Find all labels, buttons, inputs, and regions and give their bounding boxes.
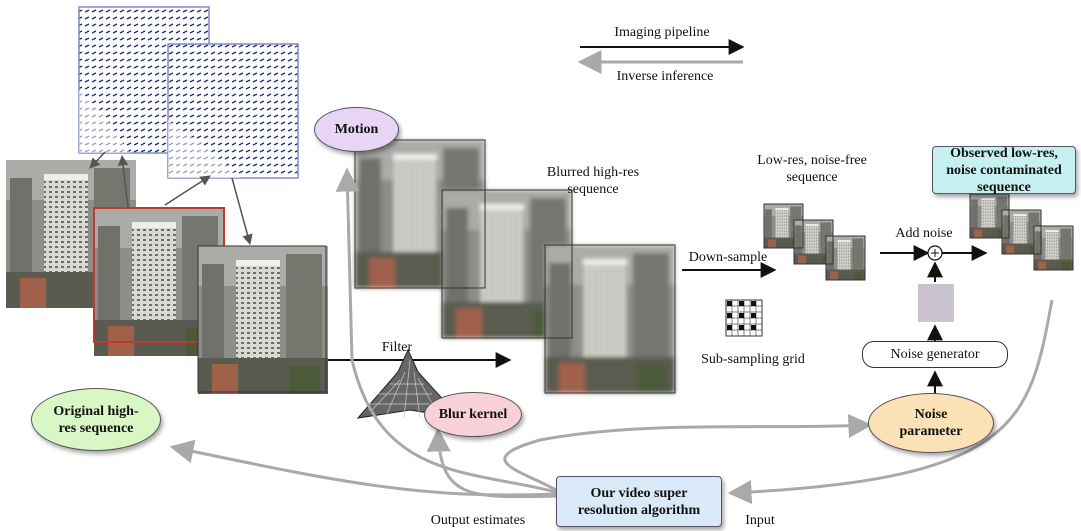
algorithm-box: Our video super resolution algorithm [556,476,722,527]
to-motion-arrow [335,167,557,494]
blur-kernel-node: Blur kernel [424,392,522,437]
blur-kernel-label: Blur kernel [438,407,508,422]
noise-parameter-label: Noise parameter [899,407,963,439]
input-arrow [727,299,1054,505]
blurred-sequence-label: Blurred high-res sequence [546,165,640,197]
original-sequence-label: Original high-res sequence [53,403,139,436]
noise-parameter-node: Noise parameter [868,393,994,453]
subsampling-grid-label: Sub-sampling grid [701,352,805,367]
noise-sample-image [918,284,954,322]
noise-generator-box: Noise generator [862,341,1008,368]
downsample-label: Down-sample [688,250,768,265]
filter-label: Filter [381,340,413,355]
observed-sequence-box: Observed low-res, noise contaminated seq… [932,145,1076,195]
to-noise-arrow [503,413,873,492]
observed-sequence-label: Observed low-res, noise contaminated seq… [946,145,1062,195]
legend-forward-label: Imaging pipeline [614,25,710,40]
input-label: Input [745,513,775,528]
legend-inverse-label: Inverse inference [616,69,714,84]
to-original-arrow [169,439,557,497]
output-estimates-label: Output estimates [430,513,526,528]
noise-generator-label: Noise generator [890,346,980,362]
observed-frames [970,194,1073,271]
lowres-frames [764,204,865,281]
motion-node: Motion [314,107,399,152]
motion-label: Motion [334,122,379,137]
to-blur-arrow [426,427,557,499]
add-noise-label: Add noise [895,226,953,241]
original-frame-3 [198,246,328,394]
lowres-sequence-label: Low-res, noise-free sequence [757,153,867,185]
original-sequence-node: Original high-res sequence [31,388,161,451]
algorithm-label: Our video super resolution algorithm [577,485,701,518]
